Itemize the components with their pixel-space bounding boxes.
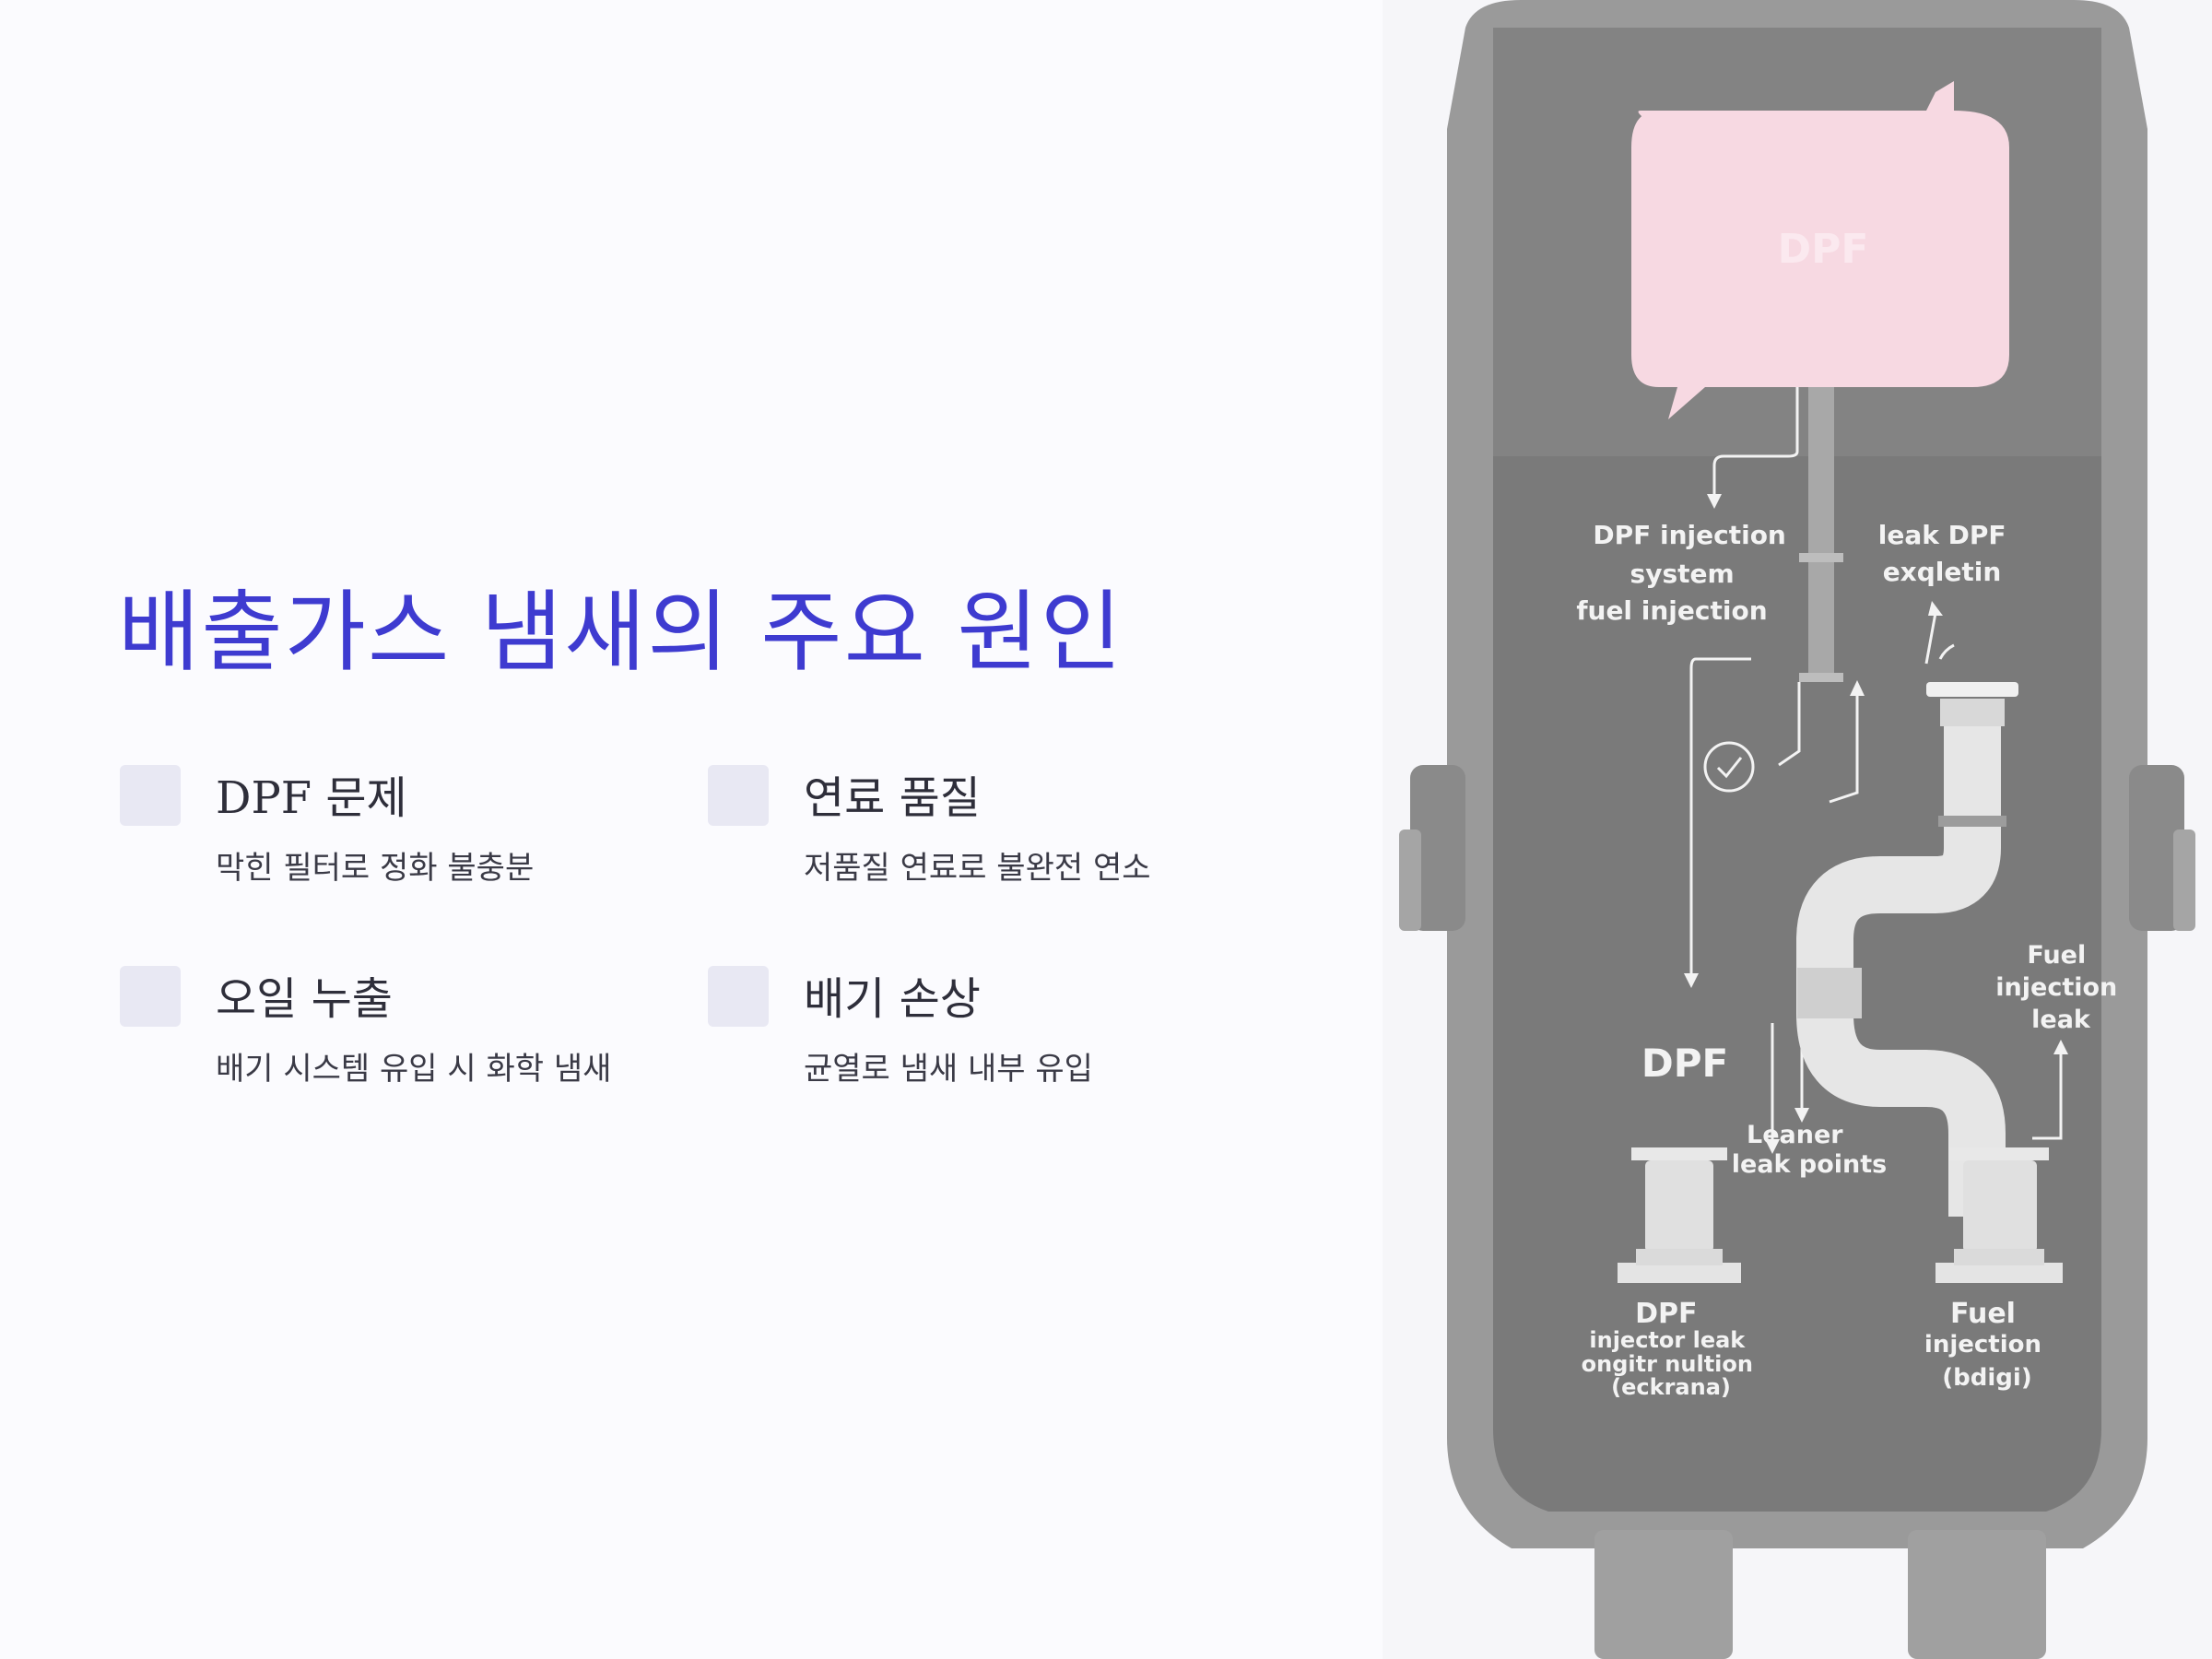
check-circle-icon — [1703, 741, 1755, 793]
arrow-head — [1794, 1108, 1809, 1123]
left-foot — [1594, 1530, 1733, 1659]
cause-item-dpf: DPF 문제 막힌 필터로 정화 불충분 — [120, 754, 691, 887]
pipe-cap — [1926, 682, 2018, 697]
check-mark-icon — [1716, 757, 1743, 779]
leaner-leak-label: Leaner leak points — [1732, 1121, 1887, 1179]
muffler-left-neck — [1636, 1249, 1723, 1265]
arrow-head — [1765, 1139, 1780, 1154]
cause-item-fuel-quality: 연료 품질 저품질 연료로 불완전 연소 — [708, 754, 1279, 887]
leak-dpf-label: leak DPF exqletin — [1878, 520, 2016, 587]
fuel-injection-bottom-label: Fuel injection (bdigi) — [1924, 1298, 2050, 1392]
cause-item-exhaust-damage: 배기 손상 균열로 냄새 내부 유입 — [708, 955, 1279, 1088]
arrow-line — [1778, 682, 1801, 767]
tank-label: DPF — [1778, 226, 1869, 273]
checkbox[interactable] — [708, 966, 769, 1027]
injection-system-label: DPF injection system fuel injection — [1576, 520, 1794, 626]
cause-item-oil-leak: 오일 누출 배기 시스템 유입 시 화학 냄새 — [120, 955, 691, 1088]
pipe-band — [1938, 816, 2006, 827]
left-flange-lip — [1399, 830, 1421, 931]
checkbox[interactable] — [120, 966, 181, 1027]
muffler-right-neck — [1954, 1249, 2044, 1265]
arrow-head — [1684, 973, 1699, 988]
dpf-tank — [1631, 81, 2009, 419]
muffler-left-body — [1645, 1160, 1713, 1253]
arrow-line — [1829, 691, 1859, 804]
page-title: 배출가스 냄새의 주요 원인 — [118, 581, 1124, 684]
cause-description: 균열로 냄새 내부 유입 — [804, 1051, 1093, 1088]
pipe-coupling — [1797, 968, 1862, 1018]
cause-description: 막힌 필터로 정화 불충분 — [216, 850, 535, 887]
cause-title: DPF 문제 — [216, 772, 407, 824]
pipe-joint — [1799, 553, 1843, 562]
arrow-line — [2032, 1051, 2063, 1140]
arrow-line — [1924, 612, 1955, 665]
exhaust-diagram: DPF — [1399, 0, 2195, 1659]
cause-title: 연료 품질 — [804, 772, 981, 824]
exhaust-illustration: DPF — [1382, 0, 2212, 1659]
pipe-collar — [1940, 699, 2005, 726]
right-flange — [2129, 765, 2184, 931]
pipe-joint — [1799, 673, 1843, 682]
right-flange-lip — [2173, 830, 2195, 931]
right-foot — [1908, 1530, 2046, 1659]
cause-description: 배기 시스템 유입 시 화학 냄새 — [216, 1051, 612, 1088]
arrow-head — [1850, 680, 1865, 696]
cause-description: 저품질 연료로 불완전 연소 — [804, 850, 1151, 887]
muffler-left-base — [1618, 1263, 1741, 1283]
cause-title: 오일 누출 — [216, 973, 393, 1025]
injector-leak-label: DPF injector leak ongitr nultion (eckran… — [1582, 1298, 1761, 1400]
muffler-left-top — [1631, 1147, 1727, 1160]
left-flange — [1410, 765, 1465, 931]
cause-title: 배기 손상 — [804, 973, 981, 1025]
muffler-right-body — [1963, 1160, 2037, 1253]
arrow-head — [1928, 601, 1943, 616]
arrow-line — [1712, 387, 1799, 498]
checkbox[interactable] — [708, 765, 769, 826]
content-panel: 배출가스 냄새의 주요 원인 DPF 문제 막힌 필터로 정화 불충분 연료 품… — [118, 581, 1279, 1088]
main-pipe — [1808, 387, 1834, 682]
fuel-injection-leak-label: Fuel injection leak — [1995, 941, 2125, 1034]
checkbox[interactable] — [120, 765, 181, 826]
arrow-head — [1707, 494, 1722, 509]
arrow-line — [1689, 657, 1751, 977]
dpf-label: DPF — [1641, 1041, 1728, 1086]
muffler-right-base — [1936, 1263, 2063, 1283]
muffler-right-top — [1949, 1147, 2049, 1160]
arrow-head — [2053, 1040, 2068, 1054]
